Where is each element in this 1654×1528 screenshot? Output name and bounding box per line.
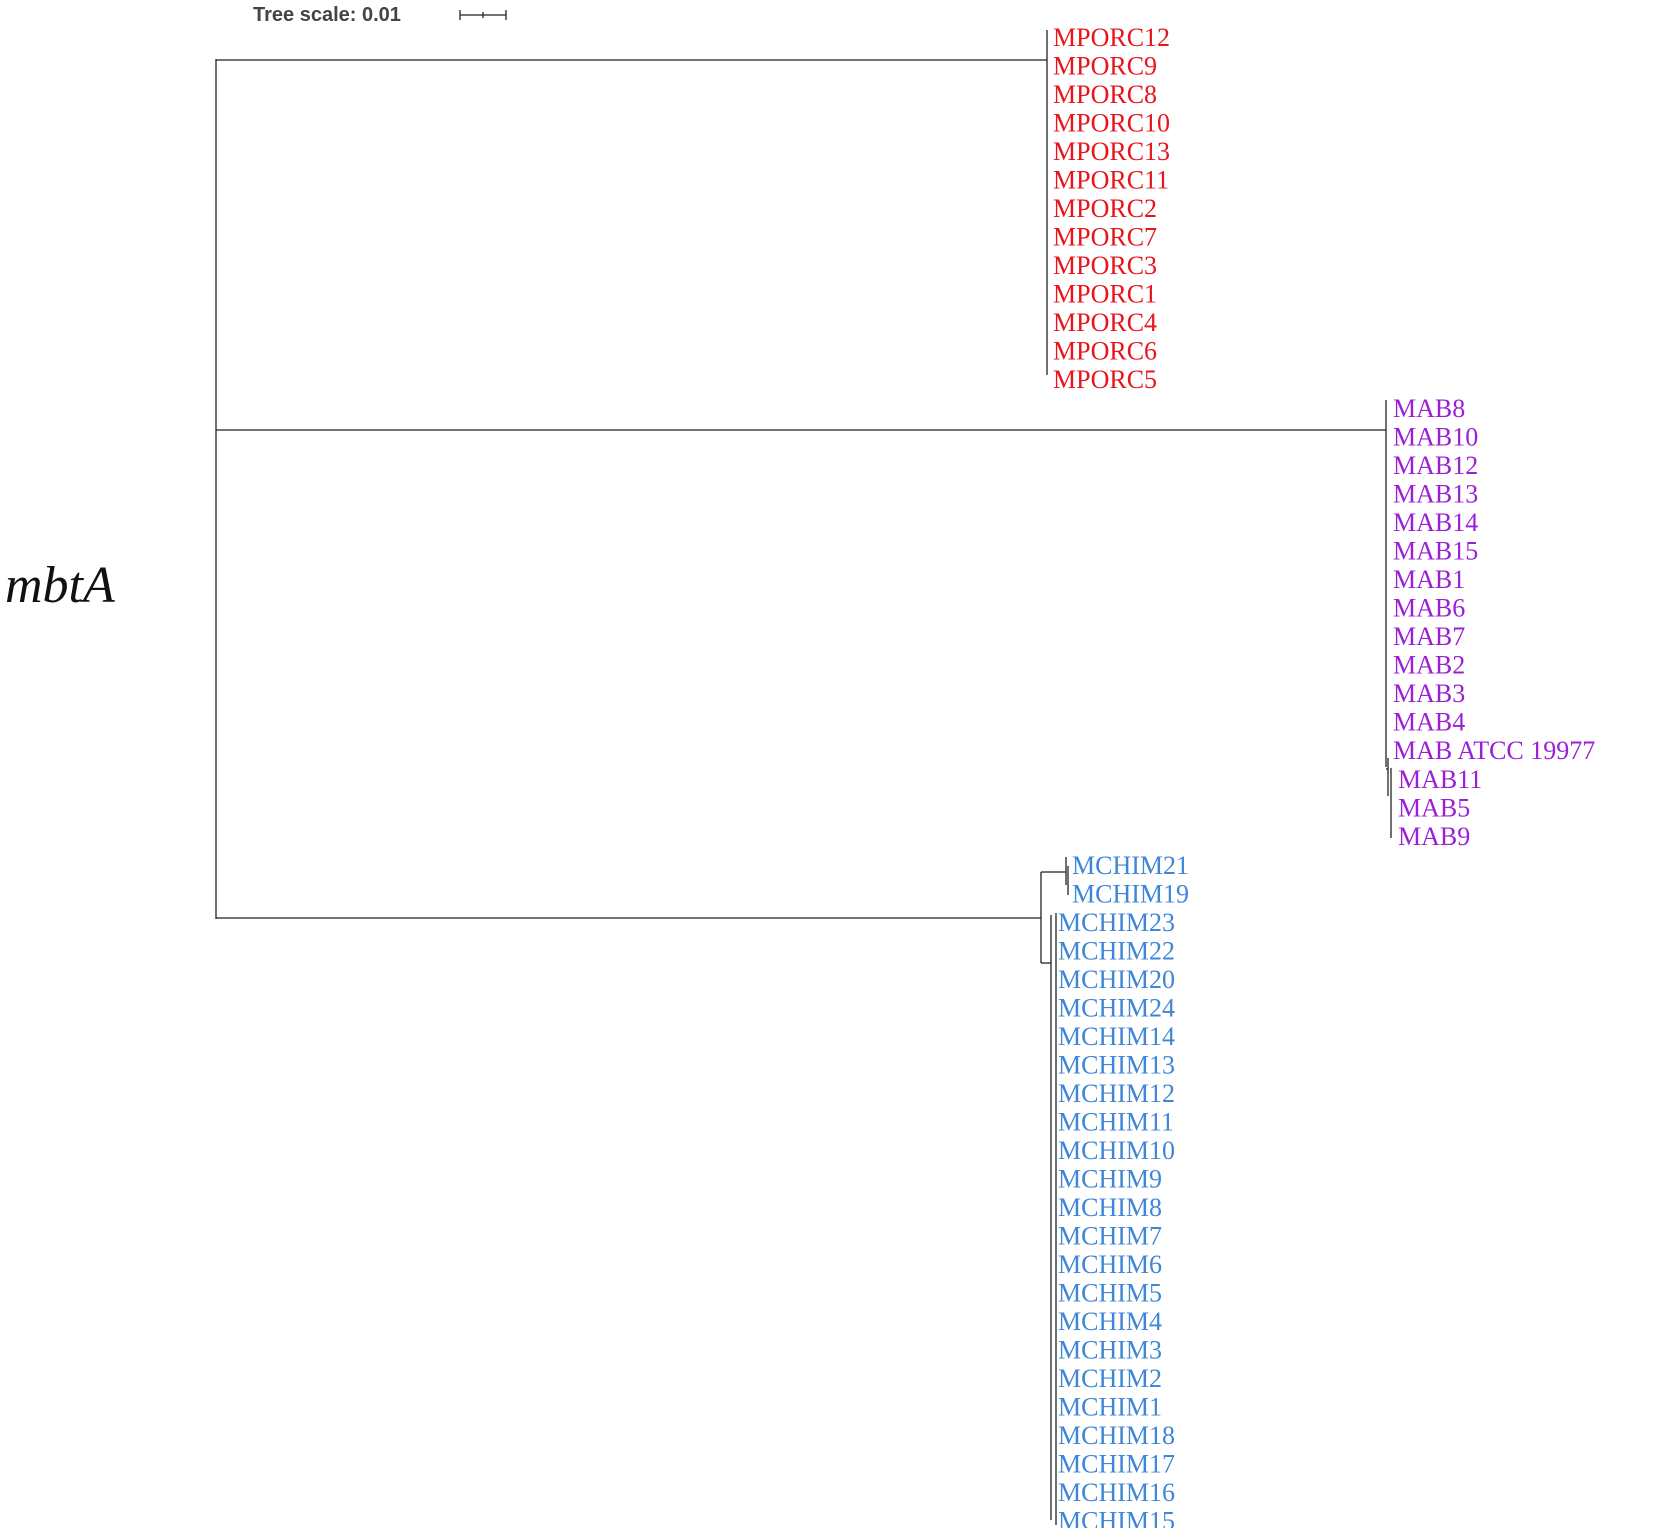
- leaf-label: MAB11: [1398, 765, 1482, 794]
- leaf-label: MCHIM4: [1058, 1307, 1162, 1336]
- leaf-label: MCHIM17: [1058, 1449, 1175, 1478]
- gene-label: mbtA: [5, 557, 115, 614]
- leaf-label: MPORC11: [1053, 165, 1169, 194]
- leaf-label: MPORC9: [1053, 51, 1157, 80]
- leaf-label: MCHIM19: [1072, 879, 1189, 908]
- clade-branches: [1040, 30, 1392, 1525]
- leaf-label: MCHIM1: [1058, 1392, 1162, 1421]
- leaf-label: MAB14: [1393, 508, 1478, 537]
- leaf-label: MPORC2: [1053, 194, 1157, 223]
- leaf-label: MAB2: [1393, 650, 1465, 679]
- leaf-label: MCHIM21: [1072, 851, 1189, 880]
- leaf-label: MPORC6: [1053, 336, 1157, 365]
- leaf-label: MAB1: [1393, 565, 1465, 594]
- leaf-label: MAB4: [1393, 707, 1465, 736]
- leaf-label: MCHIM3: [1058, 1335, 1162, 1364]
- leaf-label: MCHIM7: [1058, 1221, 1162, 1250]
- leaf-label: MCHIM10: [1058, 1136, 1175, 1165]
- leaf-label: MPORC3: [1053, 251, 1157, 280]
- leaf-labels: MPORC12MPORC9MPORC8MPORC10MPORC13MPORC11…: [1053, 23, 1595, 1528]
- leaf-label: MCHIM15: [1058, 1506, 1175, 1528]
- leaf-label: MPORC5: [1053, 365, 1157, 394]
- leaf-label: MAB9: [1398, 822, 1470, 851]
- leaf-label: MPORC1: [1053, 279, 1157, 308]
- leaf-label: MPORC13: [1053, 137, 1170, 166]
- leaf-label: MAB10: [1393, 422, 1478, 451]
- leaf-label: MAB12: [1393, 451, 1478, 480]
- leaf-label: MCHIM24: [1058, 993, 1175, 1022]
- leaf-label: MPORC10: [1053, 108, 1170, 137]
- leaf-label: MPORC7: [1053, 222, 1157, 251]
- leaf-label: MCHIM20: [1058, 965, 1175, 994]
- leaf-label: MCHIM11: [1058, 1107, 1174, 1136]
- leaf-label: MAB ATCC 19977: [1393, 736, 1595, 765]
- tree-scale-label: Tree scale: 0.01: [253, 4, 401, 26]
- leaf-label: MCHIM22: [1058, 936, 1175, 965]
- leaf-label: MCHIM2: [1058, 1364, 1162, 1393]
- leaf-label: MPORC4: [1053, 308, 1157, 337]
- leaf-label: MCHIM5: [1058, 1278, 1162, 1307]
- leaf-label: MAB15: [1393, 536, 1478, 565]
- leaf-label: MPORC12: [1053, 23, 1170, 52]
- leaf-label: MAB3: [1393, 679, 1465, 708]
- leaf-label: MAB6: [1393, 593, 1465, 622]
- leaf-label: MAB5: [1398, 793, 1470, 822]
- leaf-label: MCHIM16: [1058, 1478, 1175, 1507]
- root-branches: [215, 59, 1386, 919]
- leaf-label: MCHIM23: [1058, 908, 1175, 937]
- leaf-label: MCHIM8: [1058, 1193, 1162, 1222]
- leaf-label: MAB8: [1393, 394, 1465, 423]
- leaf-label: MCHIM9: [1058, 1164, 1162, 1193]
- leaf-label: MAB13: [1393, 479, 1478, 508]
- leaf-label: MAB7: [1393, 622, 1465, 651]
- tree-scale: Tree scale: 0.01: [253, 4, 507, 26]
- leaf-label: MCHIM12: [1058, 1079, 1175, 1108]
- leaf-label: MCHIM18: [1058, 1421, 1175, 1450]
- leaf-label: MCHIM13: [1058, 1050, 1175, 1079]
- leaf-label: MPORC8: [1053, 80, 1157, 109]
- leaf-label: MCHIM14: [1058, 1022, 1175, 1051]
- leaf-label: MCHIM6: [1058, 1250, 1162, 1279]
